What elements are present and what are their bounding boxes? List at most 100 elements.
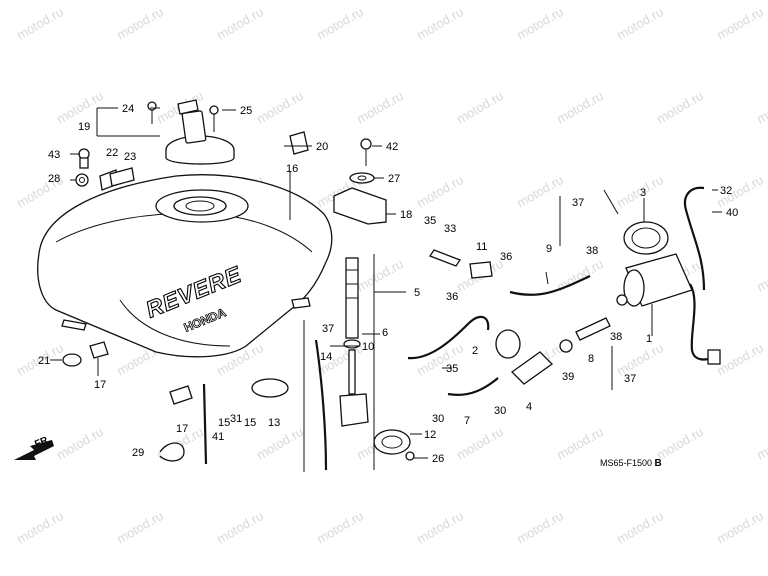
watermark-text: motod.ru (214, 508, 266, 547)
watermark-text: motod.ru (554, 424, 606, 463)
callout-33: 33 (444, 223, 456, 235)
collar-2 (495, 329, 521, 359)
callout-2: 2 (472, 345, 478, 357)
hose-34 (407, 315, 490, 360)
watermark-text: motod.ru (314, 508, 366, 547)
callout-29: 29 (132, 447, 144, 459)
watermark-text: motod.ru (114, 508, 166, 547)
watermark-text: motod.ru (114, 4, 166, 43)
watermark-text: motod.ru (654, 88, 706, 127)
bolts-and-washers (75, 148, 135, 191)
drawing-code-number: MS65-F1500 (600, 458, 652, 468)
callout-24: 24 (122, 103, 134, 115)
callout-38: 38 (610, 331, 622, 343)
callout-16: 16 (286, 163, 298, 175)
watermark-text: motod.ru (454, 424, 506, 463)
callout-1: 1 (646, 333, 652, 345)
callout-25: 25 (240, 105, 252, 117)
hose-32 (683, 186, 706, 291)
callout-37: 37 (322, 323, 334, 335)
callout-38: 38 (586, 245, 598, 257)
hose-7 (447, 377, 499, 396)
watermark-text: motod.ru (754, 256, 768, 295)
callout-21: 21 (38, 355, 50, 367)
callout-15: 15 (218, 417, 230, 429)
watermark-text: motod.ru (14, 4, 66, 43)
bolt-42-washer-27 (349, 138, 375, 184)
watermark-text: motod.ru (654, 424, 706, 463)
callout-12: 12 (424, 429, 436, 441)
callout-26: 26 (432, 453, 444, 465)
callout-28: 28 (48, 173, 60, 185)
watermark-text: motod.ru (254, 424, 306, 463)
watermark-text: motod.ru (414, 508, 466, 547)
callout-36: 36 (500, 251, 512, 263)
callout-20: 20 (316, 141, 328, 153)
watermark-text: motod.ru (514, 508, 566, 547)
pipe-33 (429, 249, 461, 267)
callout-8: 8 (588, 353, 594, 365)
callout-30: 30 (432, 413, 444, 425)
watermark-text: motod.ru (754, 88, 768, 127)
watermark-text: motod.ru (714, 4, 766, 43)
drawing-code-suffix: B (655, 458, 662, 469)
damper-21 (62, 353, 82, 367)
watermark-text: motod.ru (54, 424, 106, 463)
callout-31: 31 (230, 413, 242, 425)
callout-3: 3 (640, 187, 646, 199)
callout-5: 5 (414, 287, 420, 299)
watermark-text: motod.ru (714, 340, 766, 379)
grommet-17-upper (89, 341, 109, 359)
callout-11: 11 (476, 241, 487, 253)
callout-42: 42 (386, 141, 398, 153)
callout-40: 40 (726, 207, 738, 219)
rubber-13 (251, 378, 289, 398)
watermark-text: motod.ru (254, 88, 306, 127)
watermark-text: motod.ru (354, 256, 406, 295)
callout-17: 17 (94, 379, 106, 391)
callout-17: 17 (176, 423, 188, 435)
joint-11 (469, 261, 493, 279)
watermark-text: motod.ru (514, 4, 566, 43)
fuel-filler-cap (147, 99, 235, 165)
watermark-text: motod.ru (754, 424, 768, 463)
leader-lines (50, 107, 722, 459)
callout-13: 13 (268, 417, 280, 429)
callout-27: 27 (388, 173, 400, 185)
fuel-tank: REVERE HONDA (37, 174, 333, 358)
watermark-text: motod.ru (714, 508, 766, 547)
watermark-text: motod.ru (354, 88, 406, 127)
callout-22: 22 (106, 147, 118, 159)
callout-43: 43 (48, 149, 60, 161)
drain-tube-14 (314, 339, 328, 471)
drawing-code: MS65-F1500 B (600, 458, 662, 469)
callout-30: 30 (494, 405, 506, 417)
callout-10: 10 (362, 341, 374, 353)
clip-39 (559, 339, 573, 353)
watermark-text: motod.ru (614, 340, 666, 379)
watermark-text: motod.ru (614, 4, 666, 43)
callout-19: 19 (78, 121, 90, 133)
joint-8 (575, 317, 611, 341)
fuel-pump (616, 221, 721, 365)
callout-7: 7 (464, 415, 470, 427)
callout-37: 37 (572, 197, 584, 209)
callout-4: 4 (526, 401, 532, 413)
callout-39: 39 (562, 371, 574, 383)
watermark-text: motod.ru (414, 4, 466, 43)
fuel-cock (339, 257, 415, 461)
watermark-text: motod.ru (214, 4, 266, 43)
watermark-text: motod.ru (314, 4, 366, 43)
callout-32: 32 (720, 185, 732, 197)
callout-37: 37 (624, 373, 636, 385)
callout-35: 35 (446, 363, 458, 375)
callout-6: 6 (382, 327, 388, 339)
callout-23: 23 (124, 151, 136, 163)
fuel-filter-4 (510, 351, 554, 385)
clamp-20 (289, 131, 309, 155)
watermark-text: motod.ru (554, 88, 606, 127)
watermark-text: motod.ru (614, 508, 666, 547)
watermark-text: motod.ru (514, 172, 566, 211)
